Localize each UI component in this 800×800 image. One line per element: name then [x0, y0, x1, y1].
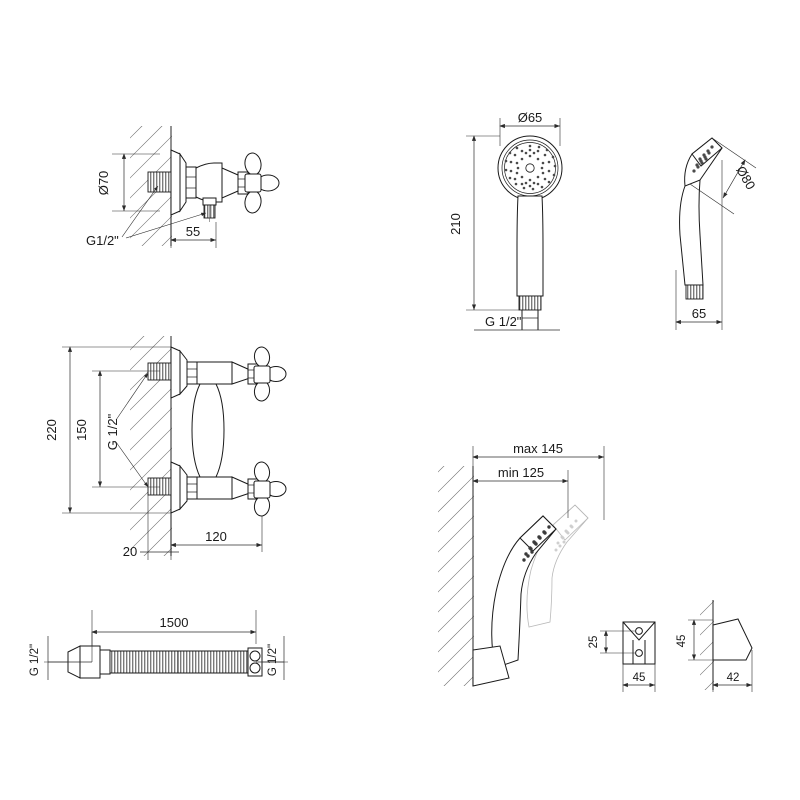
wall-hatch-single — [130, 126, 172, 246]
stem-upper — [231, 361, 251, 385]
holder-screw-hole-lower — [635, 649, 643, 657]
inlet-thread-upper — [147, 362, 173, 381]
label-220: 220 — [44, 419, 59, 441]
view-holder-assembly: max 145 min 125 — [438, 441, 605, 687]
label-d80: Ø80 — [733, 163, 758, 192]
dim-hose-end-left: G 1/2" — [29, 632, 93, 680]
valve-body-single — [195, 162, 223, 203]
label-g12-hose-left: G 1/2" — [29, 644, 41, 676]
handshower-ghost-position — [526, 504, 589, 628]
dim-max-145: max 145 — [472, 441, 605, 520]
valve-upper — [147, 346, 287, 402]
label-65: 65 — [692, 306, 706, 321]
wall-hatch-holder — [438, 466, 474, 686]
escutcheon-cone-lower — [179, 464, 188, 511]
label-g12-single: G1/2" — [86, 233, 119, 248]
escutcheon-lower — [170, 461, 181, 514]
dim-hose-end-right: G 1/2" — [256, 636, 288, 680]
dim-min-125: min 125 — [472, 465, 569, 518]
label-1500: 1500 — [160, 615, 189, 630]
spray-nozzles — [504, 144, 557, 191]
cross-handle-single — [244, 152, 280, 214]
view-handshower-side: Ø80 65 — [675, 137, 759, 330]
dim-head-diameter-65: Ø65 — [499, 110, 561, 146]
escutcheon-cone-single — [179, 152, 187, 213]
valve-lower — [147, 461, 287, 517]
outlet-base-single — [202, 197, 217, 206]
inlet-thread-single — [147, 171, 173, 193]
dim-holder-width-45: 45 — [622, 664, 656, 692]
holder-shower-face — [519, 515, 557, 552]
view-handshower-front: Ø65 210 G 1/2" — [448, 110, 563, 331]
cross-handle-lower — [253, 461, 287, 517]
collar-lower — [186, 476, 198, 500]
label-d70: Ø70 — [96, 171, 111, 196]
hose-coil-right — [177, 650, 249, 674]
body-upper — [196, 361, 233, 385]
dim-holder-depth-42: 42 — [712, 650, 753, 692]
label-min125: min 125 — [498, 465, 544, 480]
dim-hole-spacing-25: 25 — [588, 630, 635, 654]
shower-handle-front — [516, 195, 544, 297]
label-g12-shower: G 1/2" — [485, 314, 522, 329]
dim-connection-g12-front: G 1/2" — [474, 314, 560, 331]
label-150: 150 — [74, 419, 89, 441]
riser-pipe — [191, 383, 225, 478]
leader-g12-single: G1/2" — [86, 185, 207, 248]
dim-holder-height-45: 45 — [676, 619, 713, 661]
shower-handle-side — [679, 179, 704, 286]
view-valve-single: Ø70 55 G1/2" — [86, 126, 280, 248]
view-holder-front: 25 45 — [588, 621, 656, 692]
hose-ferrule-left — [99, 649, 111, 675]
escutcheon-upper — [170, 346, 181, 399]
dim-flange-diameter: Ø70 — [96, 153, 160, 212]
dim-center-distance-150: 150 — [74, 370, 160, 488]
dim-total-length-210: 210 — [448, 135, 519, 311]
label-25: 25 — [588, 636, 600, 649]
wall-hatch-holder-side — [700, 600, 714, 690]
view-holder-side: 45 42 — [676, 600, 753, 692]
shower-connection-thread — [518, 295, 542, 311]
view-hose: 1500 G 1/2" G 1/2" — [29, 610, 288, 680]
shower-connection-thread-side — [685, 284, 704, 300]
inlet-thread-lower — [147, 477, 173, 496]
label-g12-hose-right: G 1/2" — [267, 644, 279, 676]
leader-g12-pair: G 1/2" — [105, 372, 149, 488]
escutcheon-single — [170, 149, 181, 216]
view-valve-pair: 220 150 G 1/2" 20 120 — [44, 336, 287, 560]
collar-upper — [186, 361, 198, 385]
label-210: 210 — [448, 213, 463, 235]
dim-width-65: 65 — [675, 160, 723, 330]
holder-side-body — [712, 618, 753, 661]
dim-projection-120: 120 — [170, 513, 263, 552]
dim-overall-220: 220 — [44, 346, 171, 514]
cross-handle-upper — [253, 346, 287, 402]
label-55: 55 — [186, 224, 200, 239]
label-120: 120 — [205, 529, 227, 544]
handshower-in-holder — [472, 515, 557, 687]
label-42: 42 — [727, 672, 740, 684]
label-20: 20 — [123, 544, 137, 559]
label-45-width: 45 — [633, 672, 646, 684]
stem-single — [221, 167, 239, 199]
label-g12-pair: G 1/2" — [105, 413, 120, 450]
label-d65: Ø65 — [518, 110, 543, 125]
dim-hose-length-1500: 1500 — [91, 610, 257, 646]
label-45-height: 45 — [676, 635, 688, 648]
dim-projection-55: 55 — [170, 215, 217, 248]
body-lower — [196, 476, 233, 500]
wall-bracket-cradle — [472, 645, 510, 687]
stem-lower — [231, 476, 251, 500]
label-max145: max 145 — [513, 441, 563, 456]
holder-screw-hole-upper — [635, 627, 643, 635]
holder-shower-nozzles — [522, 525, 551, 562]
escutcheon-cone-upper — [179, 349, 188, 396]
spray-nozzles-side — [692, 145, 714, 173]
collar-single — [185, 166, 197, 199]
